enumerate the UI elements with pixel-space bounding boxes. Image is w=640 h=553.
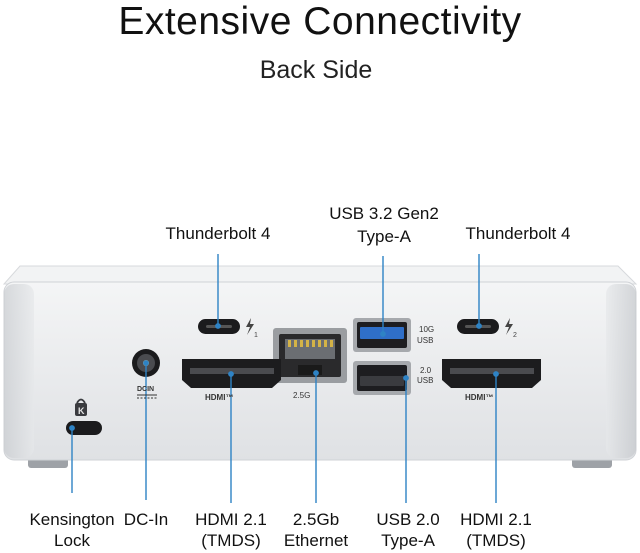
tb-left-number: 1 [254,332,258,339]
thunderbolt-icon-1 [246,318,254,335]
label-usb-2-0-line2: Type-A [381,531,435,550]
dcin-marking: DCIN [137,386,154,393]
kensington-slot [66,421,102,435]
label-kensington-line1: Kensington [29,510,115,529]
hdmi-logo-right: HDMI™ [465,393,493,402]
callout-lines [69,254,499,503]
usb-10g-marking: 10G [419,325,434,334]
thunderbolt-icon-2 [505,318,513,335]
page-subtitle: Back Side [259,56,373,84]
chassis-side-left [4,284,34,458]
label-usb-3-2-line2: Type-A [357,227,411,246]
usb-20-marking: 2.0 [420,366,432,375]
hdmi-logo-left: HDMI™ [205,393,233,402]
usb-20-usb-marking: USB [417,376,433,385]
label-ethernet-line1: 2.5Gb [292,510,340,529]
label-usb-3-2-line1: USB 3.2 Gen2 [329,204,439,223]
label-hdmi-left-line1: HDMI 2.1 [195,510,267,529]
kensington-icon-letter: K [78,406,85,416]
tb-right-number: 2 [513,332,517,339]
label-thunderbolt-4-left: Thunderbolt 4 [165,224,271,243]
kensington-icon [75,403,87,416]
label-ethernet-line2: Ethernet [283,531,349,550]
eth-speed-marking: 2.5G [293,391,310,400]
page-title: Extensive Connectivity [118,0,522,43]
label-kensington-line2: Lock [54,531,90,550]
chassis-side-right [606,284,636,458]
usb-10g-usb-marking: USB [417,336,433,345]
label-hdmi-left-line2: (TMDS) [201,531,261,550]
label-usb-2-0-line1: USB 2.0 [376,510,440,529]
label-dc-in: DC-In [123,510,169,529]
label-thunderbolt-4-right: Thunderbolt 4 [465,224,571,243]
chassis-top [2,265,638,285]
label-hdmi-right-line2: (TMDS) [466,531,526,550]
label-hdmi-right-line1: HDMI 2.1 [460,510,532,529]
